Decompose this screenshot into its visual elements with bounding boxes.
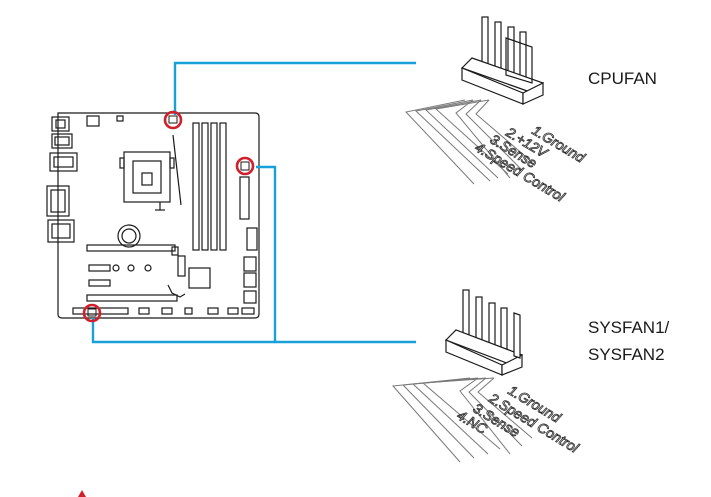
atx-power-connector xyxy=(239,176,250,220)
sysfan-header xyxy=(391,289,533,463)
sysfan-label-line1: SYSFAN1/ xyxy=(588,318,670,337)
pcie-slot-2 xyxy=(88,264,111,272)
sysfan2-highlight xyxy=(82,303,102,323)
sysfan1-highlight xyxy=(235,156,255,176)
cpufan-wires xyxy=(405,99,533,185)
highlight-circles xyxy=(82,110,255,323)
chipset xyxy=(188,267,211,289)
sata-connector xyxy=(246,227,258,251)
cpufan-pin-labels: 1.Ground 2.+12V 3.Sense 4.Speed Control xyxy=(472,121,589,205)
sysfan-wires xyxy=(391,377,533,463)
io-usb-port xyxy=(51,133,73,149)
cpufan-label: CPUFAN xyxy=(588,69,657,88)
io-lan-port xyxy=(49,152,78,172)
pcie-slot-4 xyxy=(86,294,178,302)
dimm-slot-3 xyxy=(210,122,218,251)
sysfan-label-line2: SYSFAN2 xyxy=(588,345,665,364)
cpufan-leader-line xyxy=(173,61,416,115)
pcie-slot-3 xyxy=(88,279,111,287)
cpu-socket xyxy=(123,151,171,203)
sysfan1-leader-line xyxy=(256,165,416,344)
motherboard-outline xyxy=(57,112,260,319)
dimm-slot-2 xyxy=(201,122,209,251)
warning-triangle-icon xyxy=(78,490,86,497)
pcie-slot-1 xyxy=(86,244,176,252)
dimm-slot-1 xyxy=(192,122,200,251)
cpufan-highlight xyxy=(163,110,183,130)
sysfan2-leader-line xyxy=(91,318,275,344)
io-ps2-port xyxy=(51,116,70,132)
sysfan-pin-labels: 1.Ground 2.Speed Control 3.Sense 4.NC xyxy=(454,381,583,456)
io-vga-port xyxy=(46,185,70,217)
leader-lines xyxy=(91,61,416,344)
cpufan-pins xyxy=(481,16,527,83)
io-audio-port xyxy=(47,219,75,243)
dimm-slot-4 xyxy=(219,122,227,251)
cmos-battery xyxy=(117,224,141,248)
cpufan-header xyxy=(405,16,545,185)
motherboard xyxy=(46,112,260,319)
